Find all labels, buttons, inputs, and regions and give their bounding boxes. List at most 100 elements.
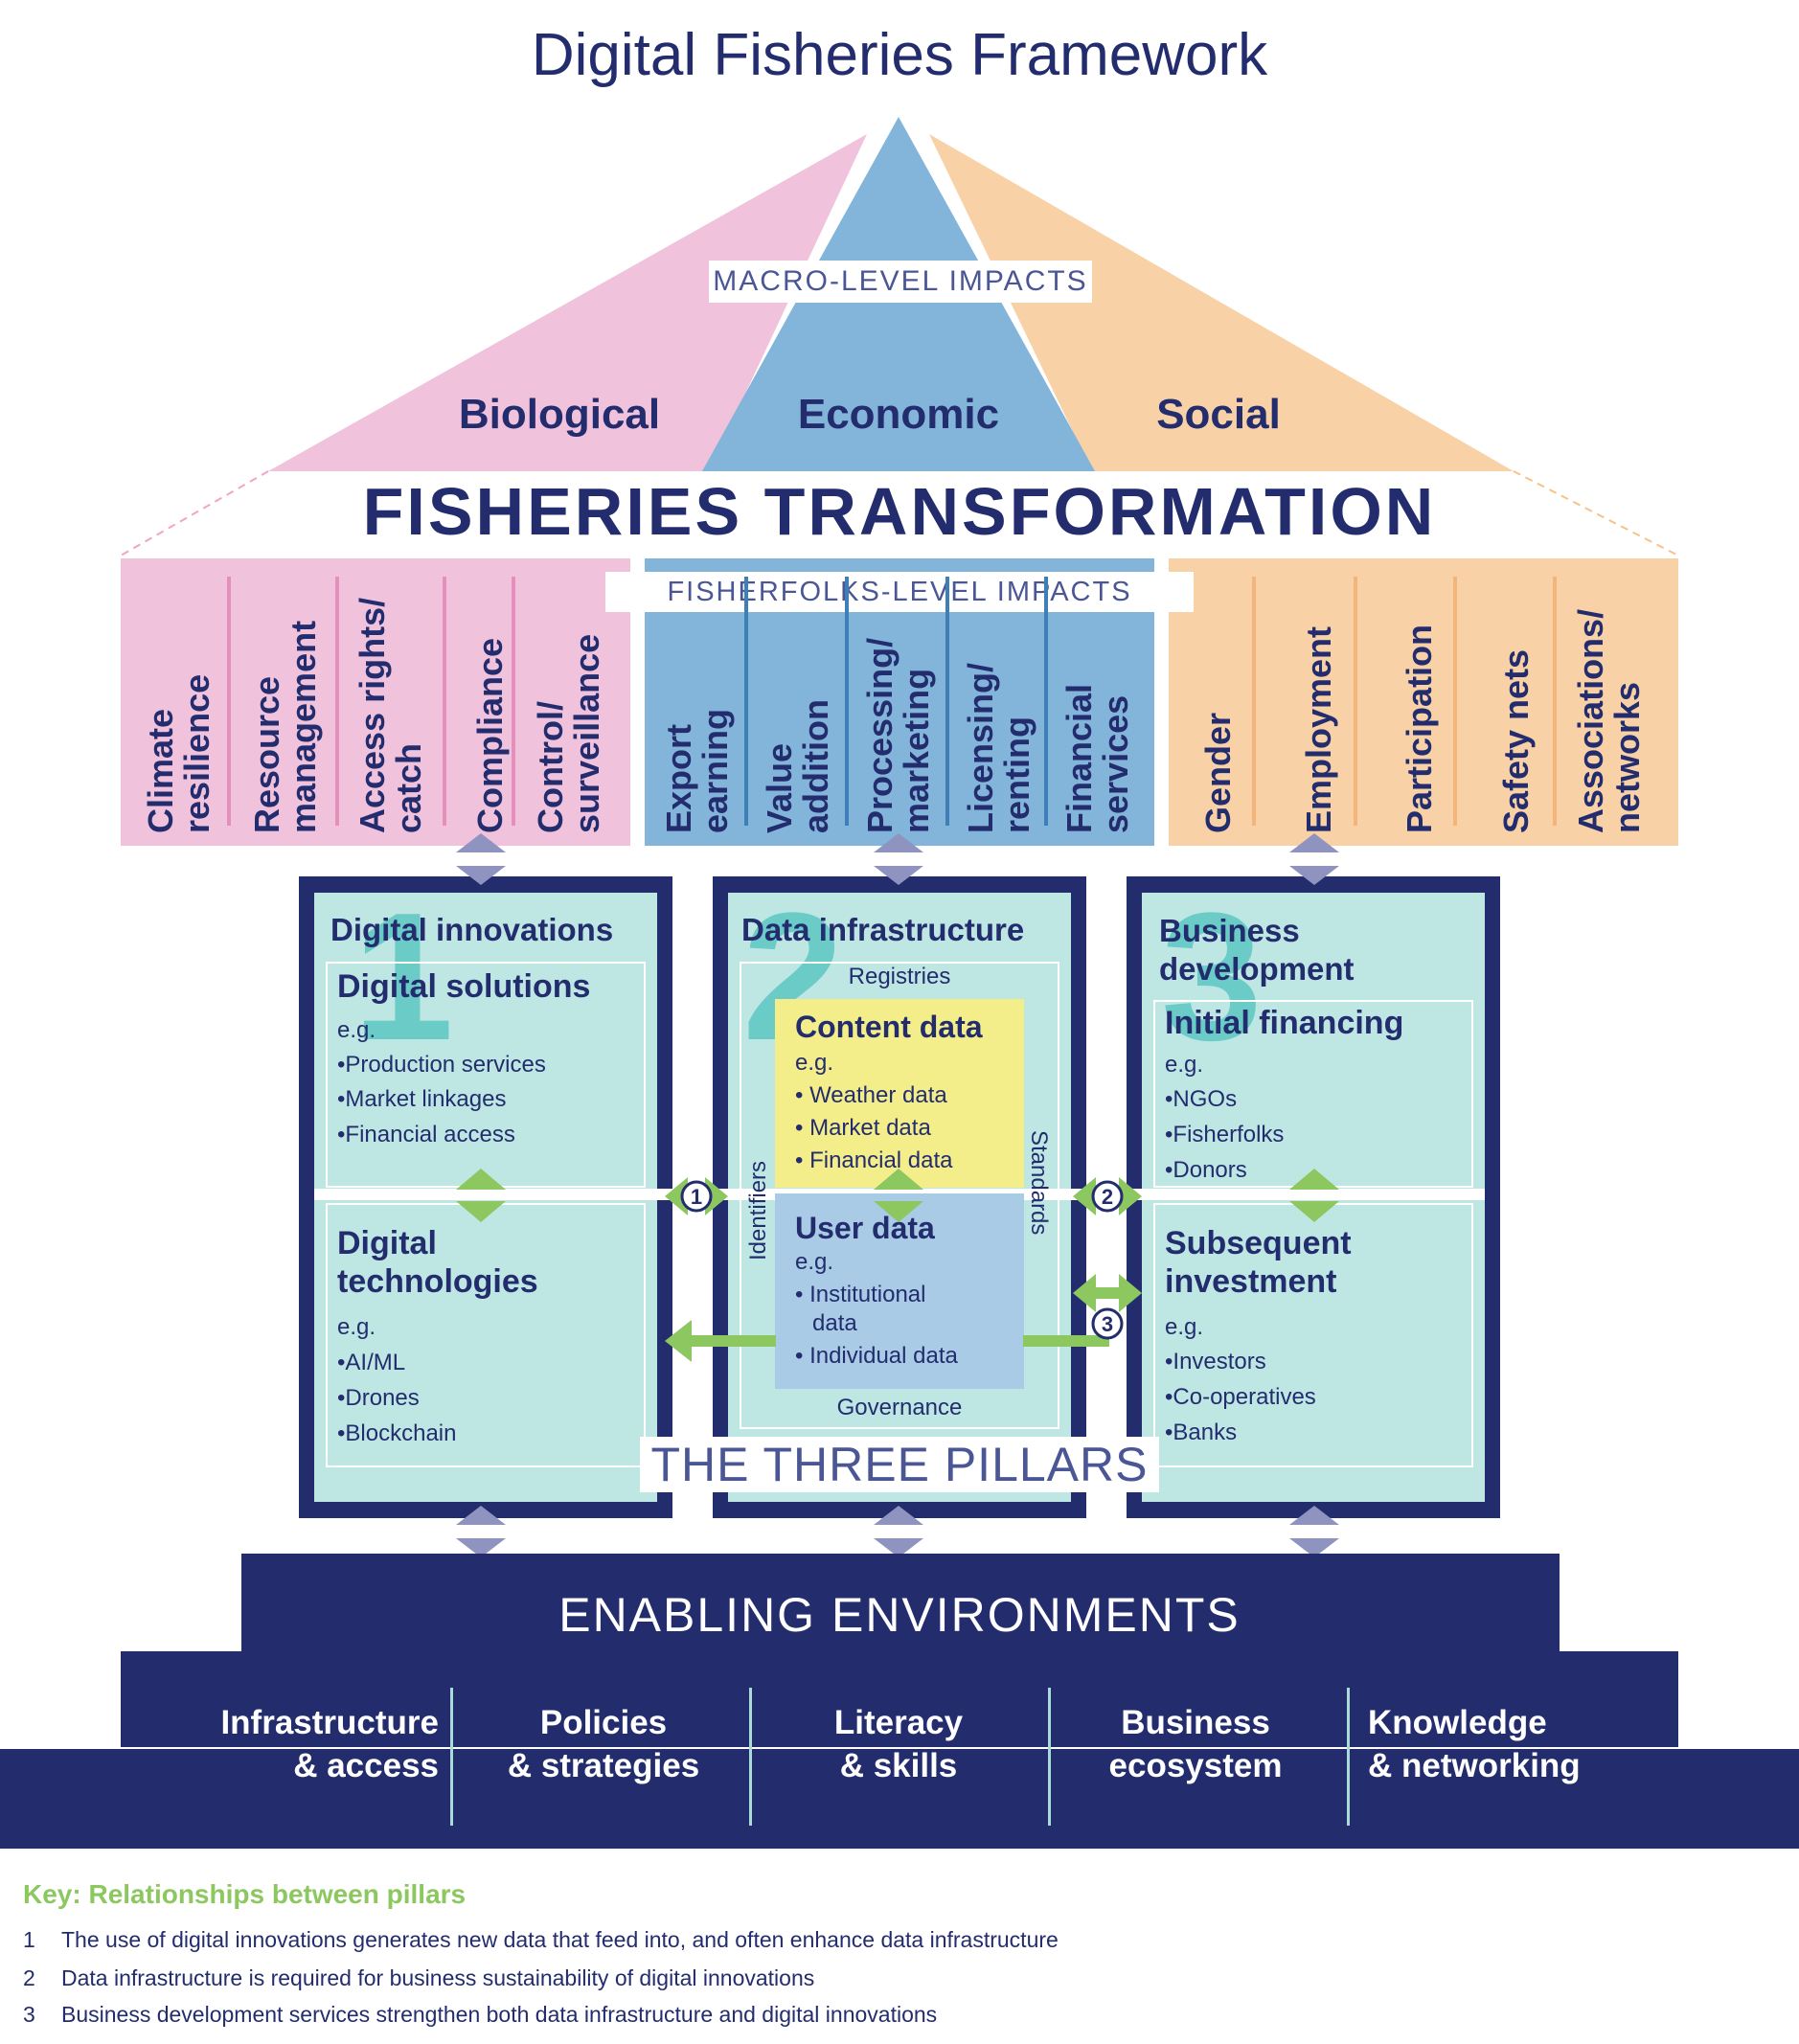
economic-label: Economic: [797, 391, 1000, 438]
green-arrow-right-icon: [705, 1177, 728, 1215]
relation-marker-1: [680, 1180, 713, 1213]
relationship-arrows: 1 2 3: [456, 833, 1339, 1557]
column-divider: [1044, 577, 1048, 826]
pillar-1-number: 1: [353, 875, 454, 1079]
roof-dash-left: [120, 470, 269, 556]
subsequent-investment-item: •Banks: [1165, 1419, 1238, 1445]
fisheries-transformation-heading: FISHERIES TRANSFORMATION: [362, 474, 1437, 549]
content-data-box: [775, 999, 1024, 1188]
content-data-eg: e.g.: [795, 1050, 834, 1076]
relation-marker-2-label: 2: [1102, 1185, 1113, 1209]
subsequent-investment-eg: e.g.: [1165, 1314, 1204, 1340]
enabling-separator: [1347, 1688, 1350, 1826]
initial-financing-item: •NGOs: [1165, 1086, 1238, 1112]
digital-technologies-item: •Drones: [337, 1385, 420, 1411]
digital-technologies-item: •Blockchain: [337, 1420, 457, 1446]
column-divider: [512, 577, 515, 826]
digital-technologies-item: •AI/ML: [337, 1350, 406, 1375]
green-arrow-left-icon: [665, 1320, 692, 1362]
green-arrows: [456, 1169, 1339, 1362]
digital-solutions-eg: e.g.: [337, 1017, 376, 1043]
enabling-item-knowledge: Knowledge& networking: [1368, 1704, 1581, 1784]
governance-label: Governance: [836, 1395, 963, 1420]
green-arrow-right-icon: [1119, 1274, 1142, 1312]
grey-double-arrow-icon: [1289, 833, 1339, 852]
column-divider: [335, 577, 339, 826]
user-data-eg: e.g.: [795, 1249, 834, 1275]
key-title: Key: Relationships between pillars: [23, 1879, 467, 1909]
enabling-item-infrastructure: Infrastructure& access: [220, 1704, 439, 1784]
roof-triangles: [120, 117, 1679, 556]
enabling-middle-tier: [121, 1651, 1678, 1747]
page-title: Digital Fisheries Framework: [531, 22, 1268, 88]
pillar-1-title: Digital innovations: [330, 912, 614, 947]
green-arrow-left-icon: [665, 1177, 688, 1215]
relation-marker-1-label: 1: [691, 1185, 702, 1209]
column-divider: [845, 577, 849, 826]
grey-double-arrow-icon: [456, 833, 506, 852]
social-triangle: [929, 134, 1514, 471]
grey-double-arrow-icon: [874, 1506, 923, 1525]
biological-impacts-block: [121, 558, 630, 846]
column-divider: [1252, 577, 1256, 826]
green-double-arrow-icon: [456, 1169, 506, 1190]
digital-solutions-item: •Production services: [337, 1052, 546, 1078]
enabling-top-tier: [241, 1554, 1560, 1669]
green-arrow-left-icon: [1073, 1274, 1096, 1312]
initial-financing-item: •Fisherfolks: [1165, 1122, 1285, 1147]
digital-technologies-eg: e.g.: [337, 1314, 376, 1340]
grey-double-arrow-icon: [1289, 1506, 1339, 1525]
column-divider: [1553, 577, 1557, 826]
social-label: Social: [1156, 391, 1281, 438]
initial-financing-eg: e.g.: [1165, 1052, 1204, 1078]
subsequent-investment-item: •Investors: [1165, 1349, 1266, 1374]
enabling-separator: [749, 1688, 752, 1826]
column-divider: [1453, 577, 1457, 826]
content-data-item: • Financial data: [795, 1147, 953, 1173]
column-divider: [744, 577, 748, 826]
data-infrastructure-frame: [740, 962, 1059, 1429]
content-data-item: • Market data: [795, 1115, 931, 1141]
content-data-item: • Weather data: [795, 1082, 947, 1108]
green-double-arrow-icon: [874, 1169, 923, 1190]
grey-arrows: [456, 833, 1339, 1557]
roof-dash-right: [1513, 470, 1679, 556]
user-data-item: • Institutional: [795, 1282, 926, 1307]
content-data-title: Content data: [795, 1010, 983, 1044]
relation-marker-2: [1091, 1180, 1124, 1213]
green-arrow-left-icon: [1073, 1177, 1096, 1215]
grey-double-arrow-icon: [874, 833, 923, 852]
enabling-separator: [1048, 1688, 1051, 1826]
enabling-item-literacy: Literacy& skills: [833, 1704, 964, 1784]
digital-solutions-item: •Market linkages: [337, 1086, 507, 1112]
biological-label: Biological: [458, 391, 661, 438]
three-pillars-label: THE THREE PILLARS: [640, 1437, 1159, 1492]
user-data-title: User data: [795, 1211, 935, 1245]
registries-label: Registries: [848, 964, 951, 989]
relation-markers: 1 2 3: [680, 1180, 1124, 1340]
pillar-3-number: 3: [1161, 875, 1263, 1079]
user-data-item: • Individual data: [795, 1343, 958, 1369]
macro-level-label: MACRO-LEVEL IMPACTS: [709, 261, 1092, 303]
digital-solutions-item: •Financial access: [337, 1122, 515, 1147]
digital-solutions-title: Digital solutions: [337, 968, 591, 1005]
column-divider: [443, 577, 446, 826]
green-arrow-right-icon: [1119, 1177, 1142, 1215]
relation-marker-3: [1091, 1307, 1124, 1340]
grey-double-arrow-icon: [456, 1506, 506, 1525]
pillar-2-title: Data infrastructure: [741, 912, 1025, 947]
biological-triangle: [268, 134, 867, 471]
column-divider: [945, 577, 949, 826]
green-double-arrow-icon: [1289, 1169, 1339, 1190]
user-data-item: data: [812, 1310, 857, 1336]
column-divider: [227, 577, 231, 826]
subsequent-investment-item: •Co-operatives: [1165, 1384, 1316, 1410]
user-data-box: [775, 1193, 1024, 1389]
